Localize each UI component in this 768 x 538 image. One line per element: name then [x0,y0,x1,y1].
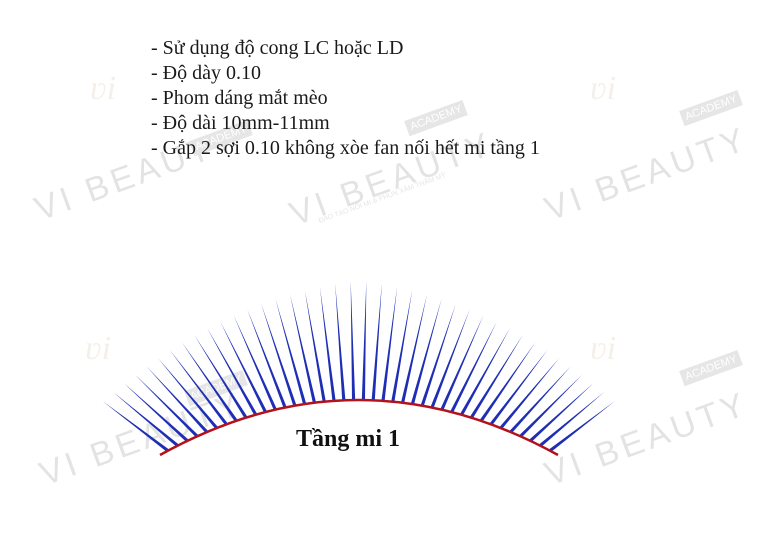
lash-strand [194,335,248,419]
instruction-item: - Gắp 2 sợi 0.10 không xòe fan nối hết m… [151,137,540,159]
lash-strand [361,281,367,401]
layer-caption: Tầng mi 1 [296,426,401,452]
lash-strand [350,281,356,401]
lash-strand [233,315,277,411]
lash-strand [304,290,326,402]
lash-strand [391,290,413,402]
instruction-item: - Phom dáng mắt mèo [151,87,328,109]
instruction-item: - Độ dày 0.10 [151,62,261,84]
lash-strand [381,286,398,402]
instruction-list: - Sử dụng độ cong LC hoặc LD - Độ dày 0.… [151,36,540,161]
lash-strand [479,342,536,422]
lash-strand [509,366,572,434]
lash-strand [499,357,560,430]
lash-strand [207,328,258,416]
lash-fan [102,281,615,452]
lash-strand [319,286,336,402]
lash-strand [460,328,511,416]
lash-strand [519,374,583,438]
lash-strand [135,374,199,438]
lash-strand [450,321,497,413]
lash-strand [469,335,523,419]
lash-strand [157,357,218,430]
eyelid-line [159,398,559,457]
lash-strand [529,383,594,443]
lash-strand [489,349,548,426]
lash-strand [261,303,297,407]
lash-strand [539,392,605,447]
lash-strand [549,401,615,452]
lash-strand [102,401,169,452]
lash-strand [181,342,238,422]
lash-strand [220,321,267,413]
lash-strand [113,392,179,447]
lash-strand [410,298,442,405]
lash-strand [420,303,456,407]
lash-strand [335,283,346,401]
lash-strand [146,366,209,434]
lash-strand [290,294,316,404]
lash-strand [275,298,307,405]
lash-strand [440,315,484,411]
lash-strand [371,283,382,401]
instruction-item: - Sử dụng độ cong LC hoặc LD [151,37,404,59]
lash-strand [124,383,189,443]
lash-strand [169,350,228,426]
lash-strand [430,309,470,409]
lash-strand [401,294,428,404]
instruction-item: - Độ dài 10mm-11mm [151,112,330,134]
lash-strand [247,309,287,409]
